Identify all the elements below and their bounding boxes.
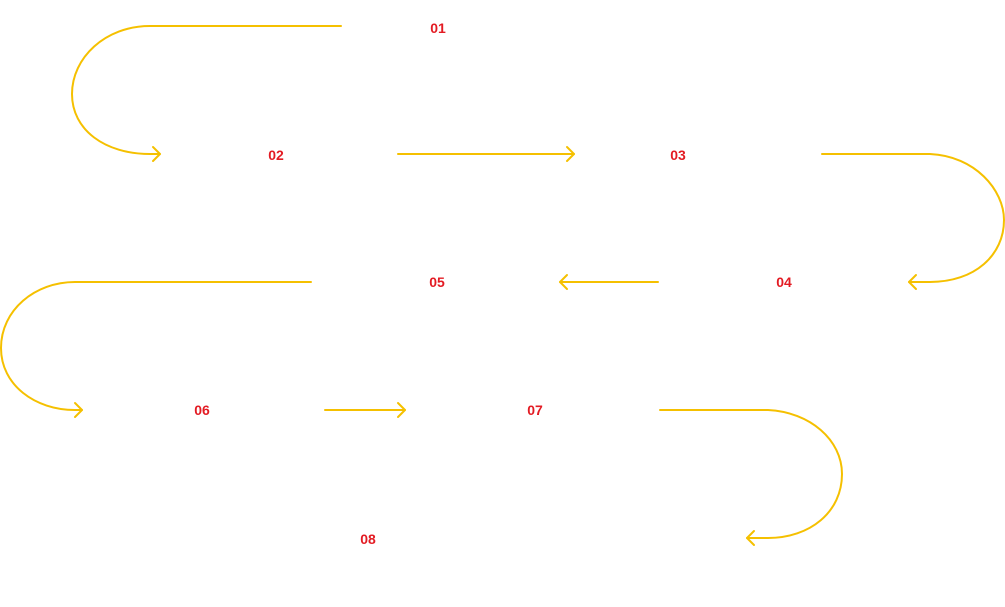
arrow-left-icon <box>746 530 755 546</box>
connector-line <box>0 281 312 411</box>
arrow-right-icon <box>566 146 575 162</box>
step-label-06: 06 <box>194 402 210 418</box>
connector-02-to-03 <box>397 146 575 162</box>
step-label-02: 02 <box>268 147 284 163</box>
connector-line <box>659 409 843 539</box>
step-label-07: 07 <box>527 402 543 418</box>
connector-03-to-04 <box>821 153 1005 290</box>
step-label-08: 08 <box>360 531 376 547</box>
arrow-right-icon <box>152 146 161 162</box>
connector-01-to-02 <box>71 25 342 162</box>
step-label-05: 05 <box>429 274 445 290</box>
arrow-right-icon <box>397 402 406 418</box>
arrow-left-icon <box>908 274 917 290</box>
step-label-04: 04 <box>776 274 792 290</box>
connector-06-to-07 <box>324 402 406 418</box>
connector-05-to-06 <box>0 281 312 418</box>
step-label-01: 01 <box>430 20 446 36</box>
connector-line <box>71 25 342 155</box>
arrow-left-icon <box>559 274 568 290</box>
connector-04-to-05 <box>559 274 659 290</box>
step-label-03: 03 <box>670 147 686 163</box>
connector-line <box>821 153 1005 283</box>
arrow-right-icon <box>74 402 83 418</box>
connector-07-to-08 <box>659 409 843 546</box>
